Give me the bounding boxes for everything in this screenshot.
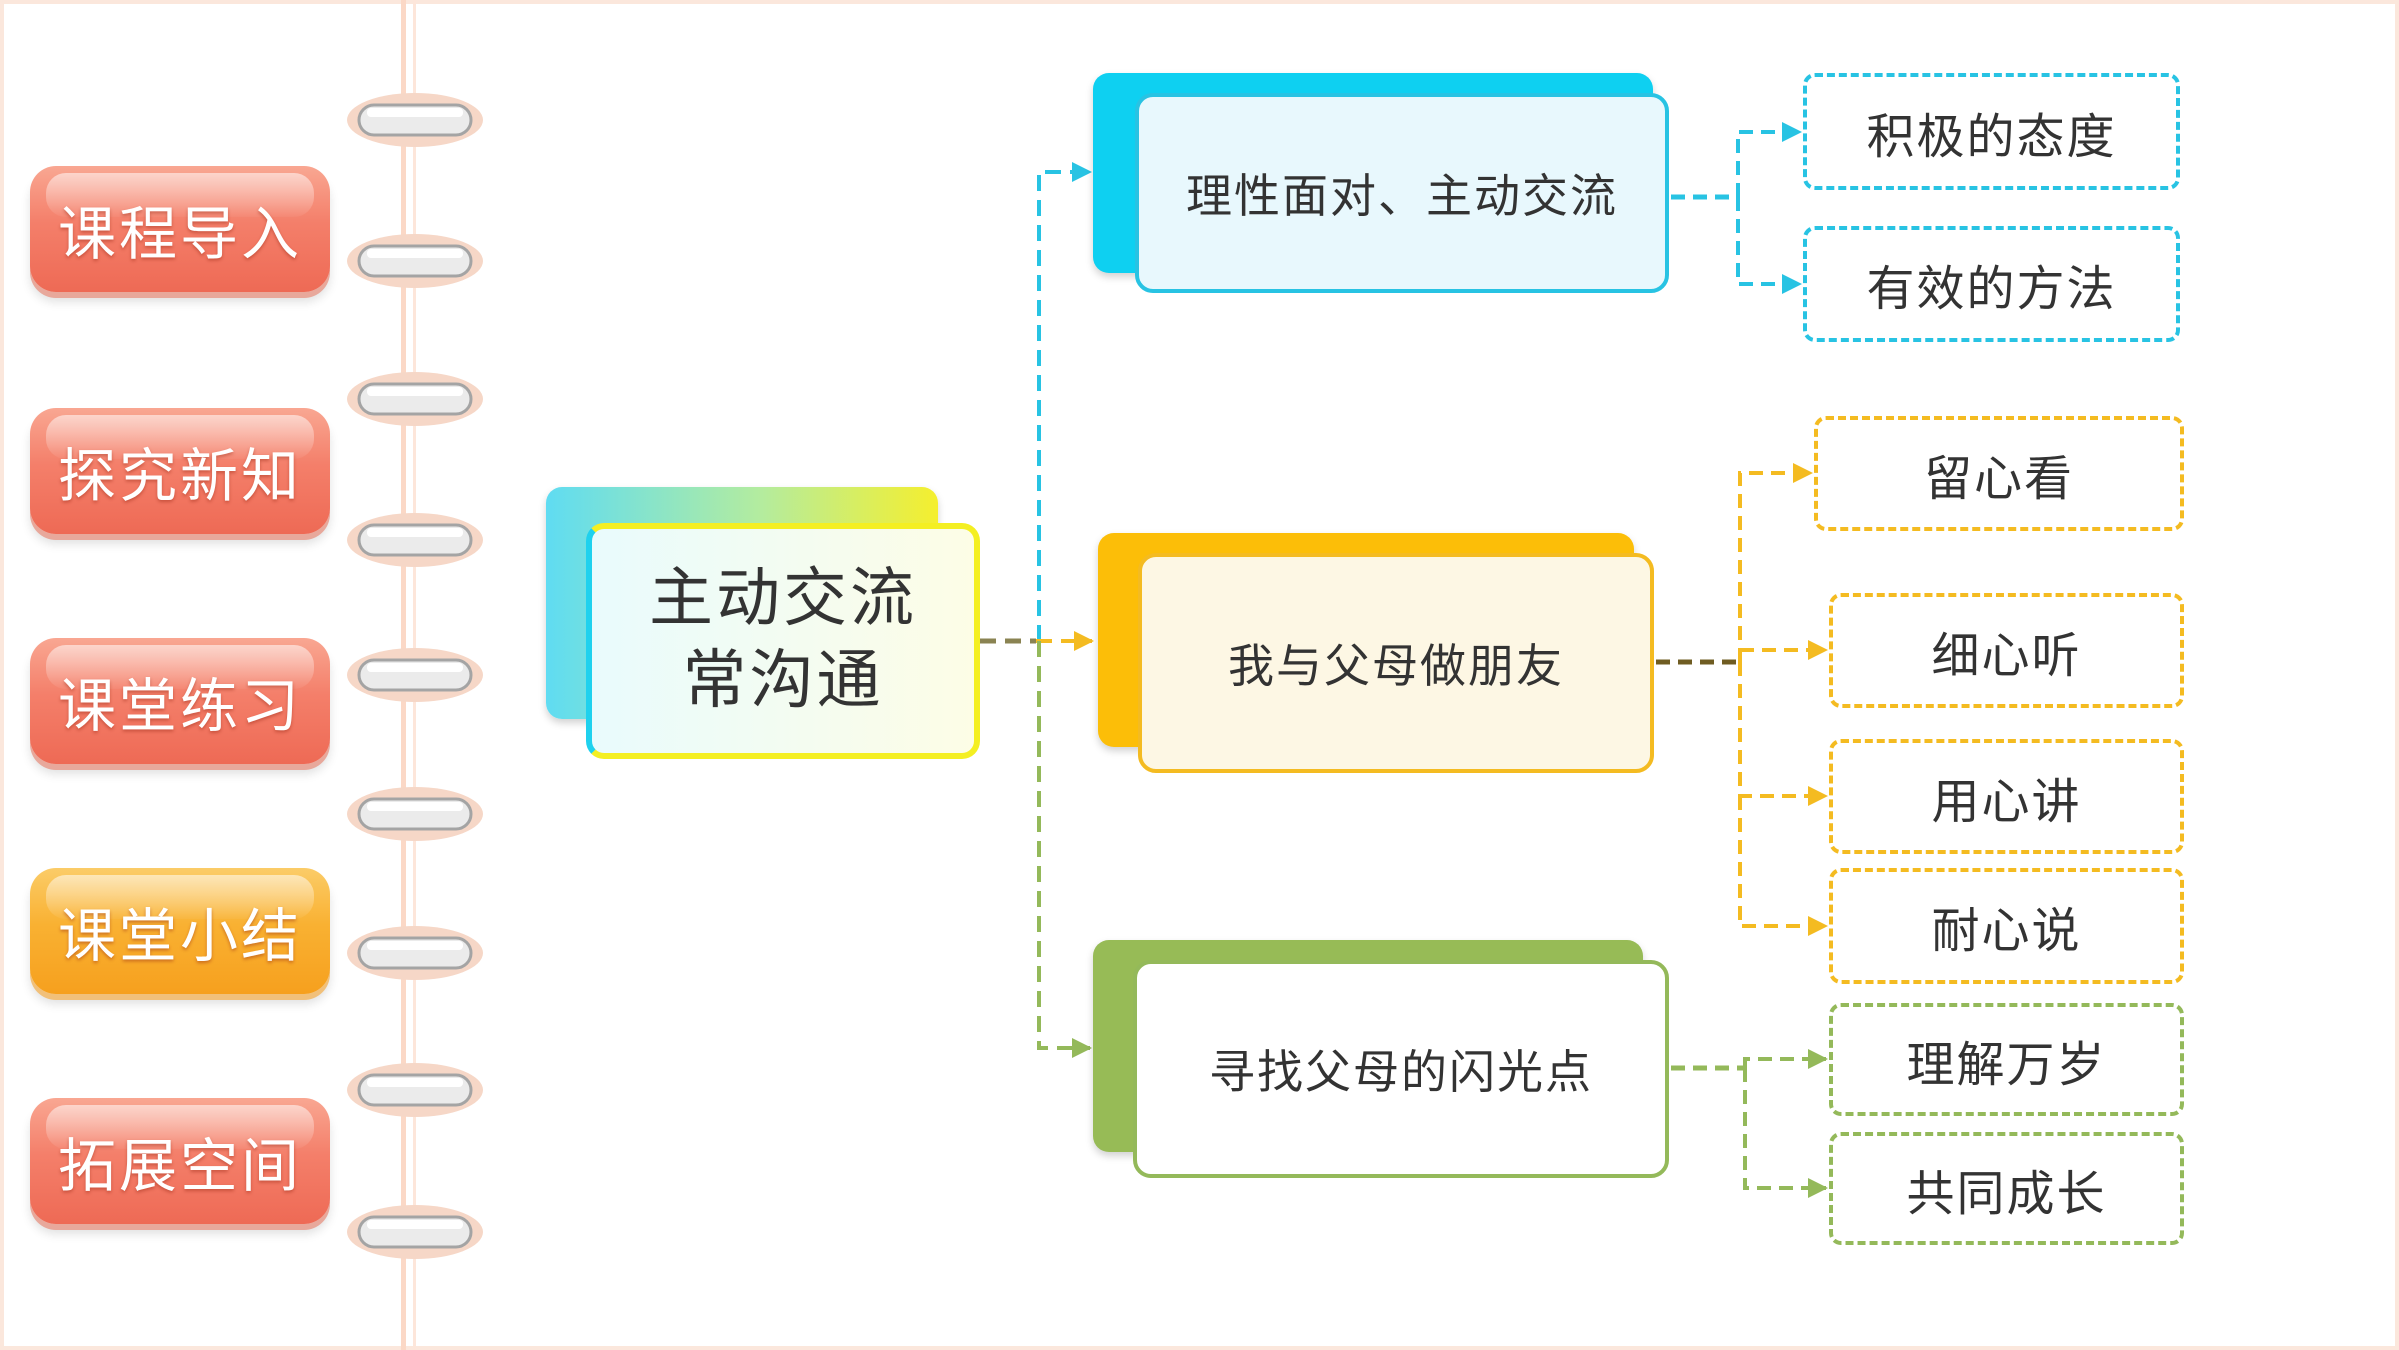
- nav-button-label: 课堂练习: [57, 672, 302, 740]
- leaf-effective-methods: 有效的方法: [1803, 226, 2180, 342]
- nav-button-label: 探究新知: [57, 442, 302, 510]
- nav-button-course-intro[interactable]: 课程导入: [30, 166, 330, 292]
- center-node-line-1: 主动交流: [649, 562, 917, 637]
- branch-node-friends-with-parents: 我与父母做朋友: [1098, 533, 1658, 777]
- branch-node-label: 理性面对、主动交流: [1186, 169, 1618, 223]
- nav-button-label: 课堂小结: [57, 902, 302, 970]
- binder-ring-icon: [347, 1205, 483, 1259]
- binder-ring-icon: [347, 93, 483, 147]
- leaf-label: 耐心说: [1931, 903, 2082, 959]
- leaf-label: 留心看: [1923, 450, 2074, 507]
- leaf-listen-attentively: 细心听: [1829, 593, 2184, 708]
- branch-node-box: 理性面对、主动交流: [1135, 93, 1669, 293]
- leaf-label: 用心讲: [1931, 773, 2082, 830]
- binder-ring-icon: [347, 513, 483, 567]
- binder-ring-icon: [347, 648, 483, 702]
- binder-ring-icon: [347, 1063, 483, 1117]
- leaf-speak-sincerely: 用心讲: [1829, 739, 2184, 854]
- leaf-label: 积极的态度: [1866, 108, 2117, 165]
- branch-node-box: 我与父母做朋友: [1138, 553, 1654, 773]
- nav-button-label: 课程导入: [57, 200, 302, 268]
- leaf-label: 有效的方法: [1866, 261, 2117, 317]
- leaf-grow-together: 共同成长: [1829, 1132, 2184, 1245]
- binder-ring-icon: [347, 234, 483, 288]
- leaf-talk-patiently: 耐心说: [1829, 868, 2184, 984]
- binder-ring-icon: [347, 787, 483, 841]
- nav-button-practice[interactable]: 课堂练习: [30, 638, 330, 764]
- branch-node-label: 我与父母做朋友: [1228, 639, 1564, 693]
- leaf-understanding: 理解万岁: [1829, 1003, 2184, 1116]
- leaf-label: 理解万岁: [1906, 1036, 2107, 1093]
- nav-button-summary[interactable]: 课堂小结: [30, 868, 330, 994]
- branch-node-parents-bright-spots: 寻找父母的闪光点: [1093, 940, 1673, 1182]
- branch-node-rational-communication: 理性面对、主动交流: [1093, 73, 1673, 301]
- binder-ring-icon: [347, 926, 483, 980]
- leaf-positive-attitude: 积极的态度: [1803, 73, 2180, 190]
- branch-node-box: 寻找父母的闪光点: [1133, 960, 1669, 1178]
- nav-button-explore[interactable]: 探究新知: [30, 408, 330, 534]
- leaf-label: 细心听: [1931, 627, 2082, 684]
- leaf-look-carefully: 留心看: [1814, 416, 2184, 531]
- nav-button-label: 拓展空间: [57, 1132, 302, 1200]
- leaf-label: 共同成长: [1906, 1165, 2107, 1222]
- branch-node-label: 寻找父母的闪光点: [1209, 1045, 1593, 1099]
- nav-button-extension[interactable]: 拓展空间: [30, 1098, 330, 1224]
- binder-ring-icon: [347, 372, 483, 426]
- center-node-line-2: 常沟通: [682, 644, 884, 718]
- center-node-box: 主动交流 常沟通: [586, 523, 980, 759]
- center-node: 主动交流 常沟通: [546, 487, 986, 763]
